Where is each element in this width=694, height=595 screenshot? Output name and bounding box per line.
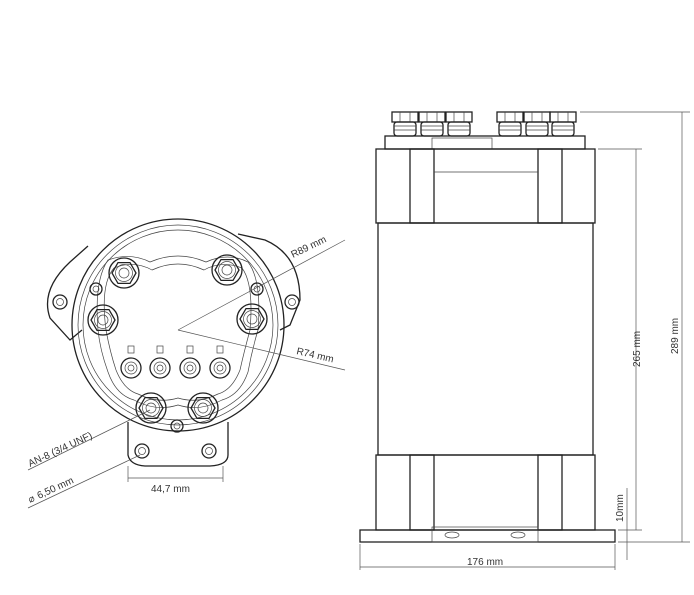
width-label: 176 mm [467,557,503,568]
total-height-label: 289 mm [670,318,681,354]
body-height-label: 265 mm [632,331,643,367]
mounting-hole-left [52,294,68,310]
mounting-hole-bottom-right [201,443,217,459]
top-fitting-nut [418,111,446,137]
electrical-terminal [209,345,231,379]
fitting-top-left [108,257,140,289]
tank-body [377,222,594,456]
base-height-label: 10mm [615,494,626,522]
fitting-label: AN-8 (3/4 UNF) [27,430,95,469]
hole-spacing-label: 44,7 mm [151,484,190,495]
inner-gasket [96,255,260,408]
side-view: 265 mm 289 mm 10mm 176 mm [359,111,690,570]
diameter-symbol: ⌀ [27,493,37,506]
bolt-hole [170,419,184,433]
fitting-bottom-right [187,392,219,424]
outer-radius-label: R89 mm [289,234,328,260]
tank-outer-circle [71,218,285,432]
fitting-top-right [211,254,243,286]
mounting-hole-bottom-left [134,443,150,459]
mounting-hole-right [284,294,300,310]
fitting-mid-right [236,303,268,335]
electrical-terminal [179,345,201,379]
top-view: R89 mm R74 mm AN-8 (3/4 UNF) ⌀ 6,50 mm 4… [27,218,346,509]
mounting-lug-bottom [127,422,229,467]
bolt-hole [89,282,103,296]
top-fitting-nut [391,111,419,137]
fitting-bottom-left [135,392,167,424]
top-fitting-nut [523,111,551,137]
electrical-terminal [120,345,142,379]
base-plate [359,529,616,543]
top-fitting-nut [445,111,473,137]
top-fitting-nut [496,111,524,137]
bolt-hole [250,282,264,296]
mounting-lug-right [237,233,301,331]
electrical-terminal [149,345,171,379]
fitting-mid-left [87,304,119,336]
mounting-lug-left [46,245,89,341]
top-fitting-nut [549,111,577,137]
